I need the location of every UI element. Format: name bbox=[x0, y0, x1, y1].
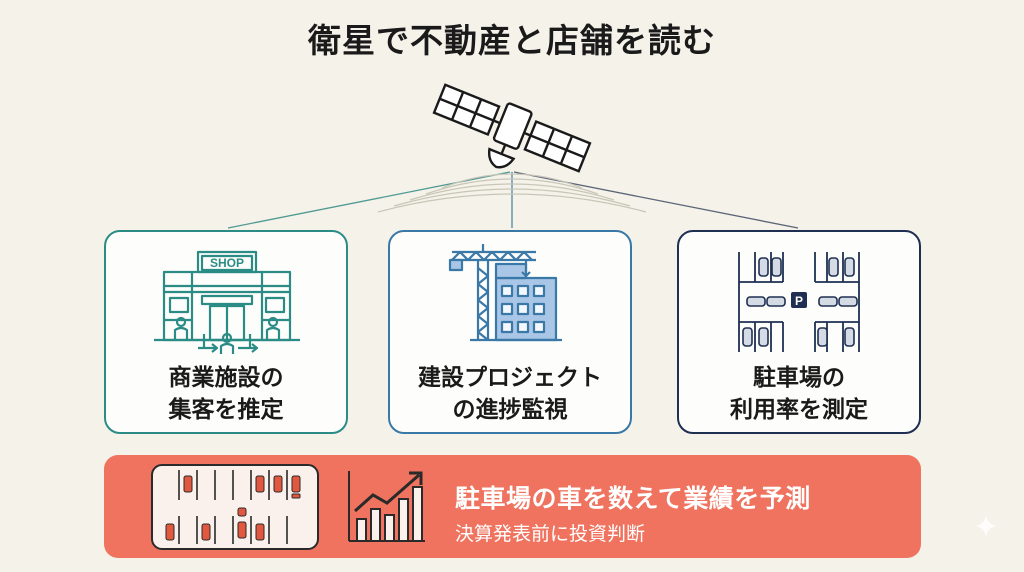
card-label-line2: の進捗監視 bbox=[452, 397, 568, 423]
construction-crane-icon bbox=[448, 244, 562, 342]
shop-sign: SHOP bbox=[210, 256, 244, 270]
card-label: 商業施設の 集客を推定 bbox=[106, 362, 346, 426]
shopping-mall-icon: SHOP bbox=[154, 250, 300, 354]
parking-lot-icon bbox=[151, 464, 319, 550]
card-label-line2: 利用率を測定 bbox=[730, 397, 868, 423]
card-label-line1: 商業施設の bbox=[168, 365, 284, 391]
parking-sign: P bbox=[795, 294, 803, 308]
card-label: 建設プロジェクト の進捗監視 bbox=[390, 362, 630, 426]
card-label: 駐車場の 利用率を測定 bbox=[679, 362, 919, 426]
connector-line-right bbox=[513, 171, 799, 229]
satellite-icon bbox=[432, 83, 592, 173]
card-label-line1: 駐車場の bbox=[753, 365, 845, 391]
card-label-line2: 集客を推定 bbox=[168, 397, 284, 423]
growth-chart-icon bbox=[348, 471, 425, 542]
connector-line-left bbox=[227, 171, 511, 229]
banner-headline: 駐車場の車を数えて業績を予測 bbox=[455, 484, 811, 513]
card-mall-traffic: SHOP 商業施設の 集客を推定 bbox=[104, 230, 348, 434]
page-title: 衛星で不動産と店舗を読む bbox=[308, 21, 716, 60]
sparkle-icon bbox=[975, 515, 997, 537]
earnings-forecast-banner: 駐車場の車を数えて業績を予測 決算発表前に投資判断 bbox=[104, 455, 921, 558]
card-label-line1: 建設プロジェクト bbox=[418, 365, 602, 391]
signal-waves bbox=[377, 173, 647, 213]
card-parking-utilization: P 駐車場の 利用率を測定 bbox=[677, 230, 921, 434]
banner-subtitle: 決算発表前に投資判断 bbox=[455, 523, 646, 545]
parking-lot-icon: P bbox=[738, 252, 860, 352]
parking-sign-bg bbox=[791, 292, 807, 308]
card-construction-progress: 建設プロジェクト の進捗監視 bbox=[388, 230, 632, 434]
